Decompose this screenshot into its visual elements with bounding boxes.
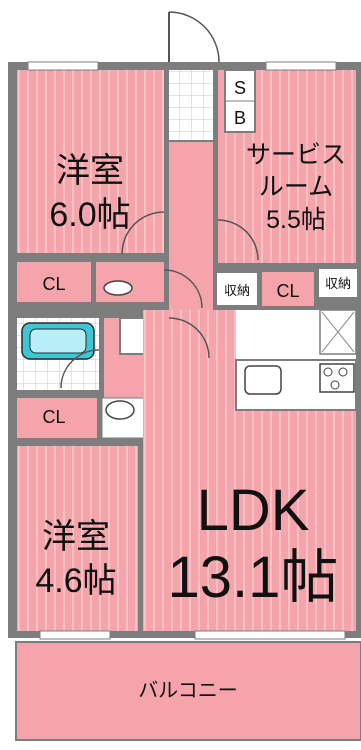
western-room-2-floor xyxy=(17,446,138,631)
sink-basin xyxy=(105,400,135,420)
door-ldk xyxy=(168,317,210,359)
ldk-name: LDK xyxy=(197,478,310,543)
closet-room1-label: CL xyxy=(42,274,65,294)
door-washroom xyxy=(60,349,100,389)
window-ldk xyxy=(194,630,346,640)
window-service xyxy=(265,61,337,71)
door-room1 xyxy=(121,211,165,255)
stove xyxy=(319,363,355,393)
door-toilet xyxy=(163,269,203,309)
closet-room2-label: CL xyxy=(42,407,65,427)
closet-service-label: CL xyxy=(276,281,299,301)
toilet-bowl xyxy=(103,280,133,296)
western-room-2-size: 4.6帖 xyxy=(35,562,116,600)
toilet-room xyxy=(96,262,164,302)
entrance-floor xyxy=(169,70,213,140)
western-room-2-name: 洋室 xyxy=(42,518,110,556)
closet-service xyxy=(262,272,314,306)
service-room-size: 5.5帖 xyxy=(266,206,326,234)
window-room2 xyxy=(39,630,111,640)
shoe-box-s-label: S xyxy=(234,78,246,98)
western-room-1-floor xyxy=(17,70,164,253)
western-room-1-size: 6.0帖 xyxy=(49,196,130,234)
shoe-box-b-label: B xyxy=(234,108,246,128)
ldk-storage-box xyxy=(317,267,359,299)
closet-room1 xyxy=(17,262,91,302)
service-room-line2: ルーム xyxy=(259,173,333,201)
western-room-1-name: 洋室 xyxy=(56,152,124,190)
door-service xyxy=(217,219,259,261)
entrance-door-swing xyxy=(168,11,220,63)
hall-storage-label: 収納 xyxy=(224,283,250,298)
window-room1 xyxy=(27,61,99,71)
closet-room2 xyxy=(17,398,97,438)
balcony-label: バルコニー xyxy=(138,680,238,702)
ldk-size: 13.1帖 xyxy=(168,545,339,610)
service-room-line1: サービス xyxy=(246,141,346,169)
ldk-storage-label: 収納 xyxy=(325,276,351,291)
balcony-floor xyxy=(15,641,361,741)
kitchen-sink xyxy=(244,365,282,395)
hall-storage-box xyxy=(215,271,259,307)
